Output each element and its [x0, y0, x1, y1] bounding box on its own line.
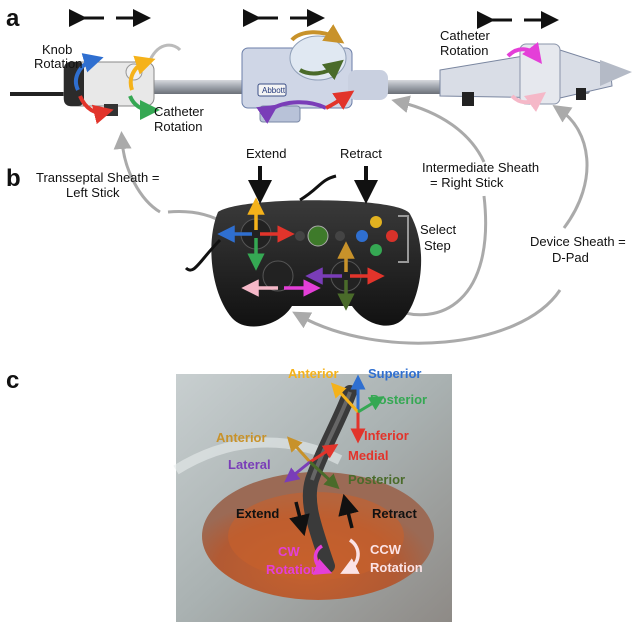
label-cw-1: CW — [278, 544, 300, 559]
device-sheath-label-2: D-Pad — [552, 250, 589, 265]
label-posterior-mid: Posterior — [348, 472, 405, 487]
label-anterior-left: Anterior — [216, 430, 267, 445]
intermediate-label-1: Intermediate Sheath — [422, 160, 539, 175]
label-ccw-2: Rotation — [370, 560, 423, 575]
device-rotation-arrows — [506, 41, 547, 112]
select-step-bracket — [398, 215, 409, 263]
stick-arrows — [217, 197, 385, 311]
label-extend: Extend — [236, 506, 279, 521]
panel-label-a: a — [6, 5, 20, 32]
panel-label-b: b — [6, 165, 21, 192]
direction-arrows — [284, 374, 385, 490]
rotation-arrows-c — [312, 538, 360, 575]
transseptal-label-2: Left Stick — [66, 185, 120, 200]
label-lateral: Lateral — [228, 457, 271, 472]
catheter-device: Abbott — [10, 35, 632, 123]
label-anterior-top: Anterior — [288, 366, 339, 381]
label-medial: Medial — [348, 448, 388, 463]
label-posterior-top: Posterior — [370, 392, 427, 407]
select-step-label-1: Select — [420, 222, 457, 237]
knob-rotation-label-1: Knob — [42, 42, 72, 57]
intermediate-rotation-arrows — [256, 24, 355, 124]
extend-label: Extend — [246, 146, 286, 161]
mapping-arrows — [113, 95, 589, 345]
device-sheath-label-1: Device Sheath = — [530, 234, 626, 249]
translation-arrows-top — [69, 9, 559, 29]
catheter-rotation-right-label-2: Rotation — [440, 43, 488, 58]
transseptal-label-1: Transseptal Sheath = — [36, 170, 159, 185]
catheter-rotation-right-label-1: Catheter — [440, 28, 491, 43]
label-ccw-1: CCW — [370, 542, 402, 557]
label-superior: Superior — [368, 366, 421, 381]
brand-label: Abbott — [262, 86, 286, 95]
catheter-rotation-left-label-1: Catheter — [154, 104, 205, 119]
endoscopic-photo — [173, 374, 452, 622]
panel-label-c: c — [6, 367, 19, 394]
intermediate-label-2: = Right Stick — [430, 175, 504, 190]
select-step-label-2: Step — [424, 238, 451, 253]
knob-rotation-label-2: Rotation — [34, 56, 82, 71]
label-cw-2: Rotation — [266, 562, 319, 577]
game-controller — [184, 174, 422, 327]
label-retract: Retract — [372, 506, 417, 521]
catheter-rotation-left-label-2: Rotation — [154, 119, 202, 134]
trigger-arrows — [248, 166, 378, 204]
knob-rotation-arrows — [74, 53, 160, 125]
label-inferior: Inferior — [364, 428, 409, 443]
extend-retract-arrows — [289, 493, 359, 537]
retract-label: Retract — [340, 146, 382, 161]
